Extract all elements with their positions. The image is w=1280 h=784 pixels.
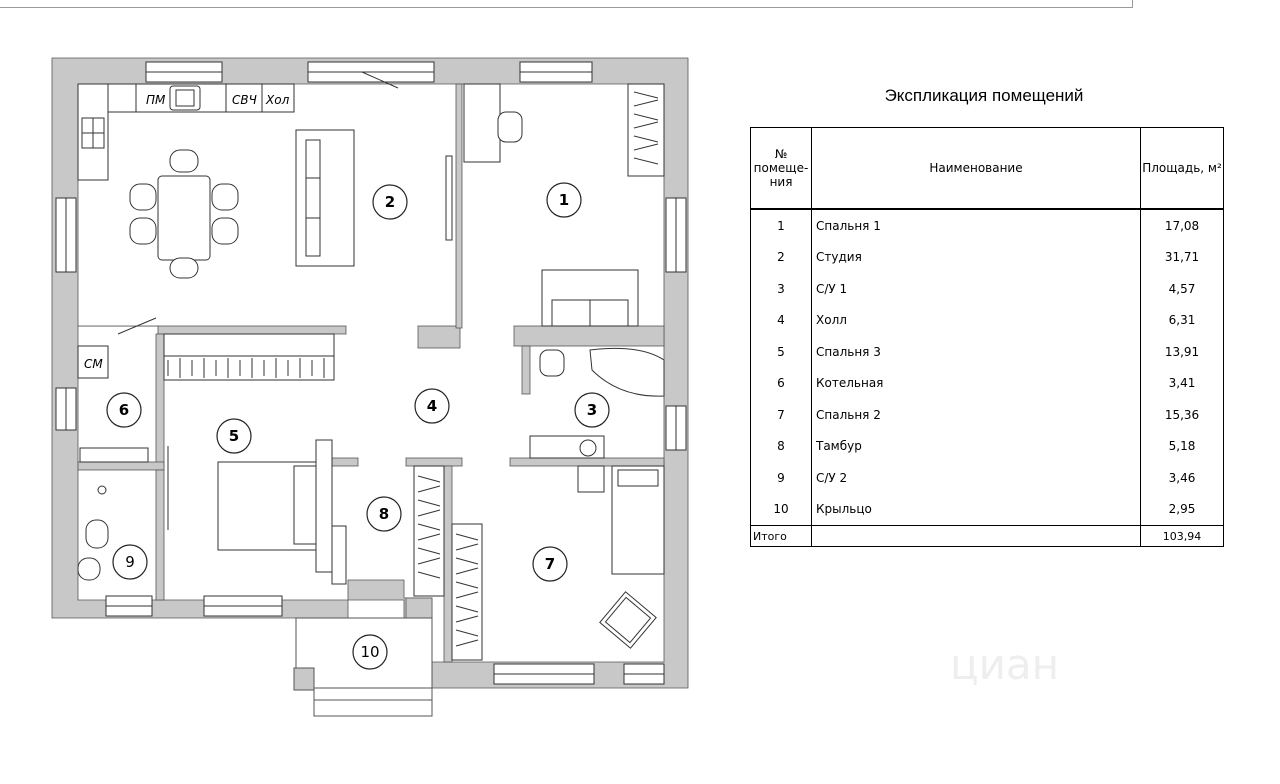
porch (293, 617, 433, 717)
room-numbers: 1 2 3 4 5 6 7 8 9 10 (119, 191, 597, 661)
row-number: 3 (750, 273, 812, 305)
tv-panel (445, 155, 453, 241)
row-number: 8 (750, 430, 812, 462)
row-area: 17,08 (1140, 208, 1224, 242)
row-name: Холл (811, 304, 1141, 336)
room-marker-5 (216, 418, 252, 454)
microwave-label: СВЧ (232, 93, 257, 107)
row-number: 7 (750, 399, 812, 431)
row-number: 2 (750, 241, 812, 273)
header-area: Площадь, м² (1140, 127, 1224, 210)
total-area: 103,94 (1140, 525, 1224, 547)
room-number-7: 7 (545, 555, 555, 573)
doors (117, 71, 399, 335)
row-number: 10 (750, 493, 812, 526)
windows (55, 61, 687, 685)
total-empty (811, 525, 1141, 547)
row-area: 31,71 (1140, 241, 1224, 273)
kitchen-counter (77, 83, 295, 181)
header-number-line-3: ния (769, 175, 793, 189)
row-area: 13,91 (1140, 336, 1224, 368)
wardrobe-hangers-7 (417, 475, 479, 647)
room-marker-4 (414, 388, 450, 424)
bedroom1-furniture (463, 83, 665, 327)
header-name: Наименование (811, 127, 1141, 210)
bedroom3-furniture (163, 333, 347, 585)
room-number-8: 8 (379, 505, 389, 523)
room-number-6: 6 (119, 401, 129, 419)
room-markers (106, 182, 610, 670)
row-number: 9 (750, 462, 812, 494)
room-number-1: 1 (559, 191, 569, 209)
row-number: 6 (750, 367, 812, 399)
row-number: 4 (750, 304, 812, 336)
dining-table (129, 149, 239, 279)
fridge-label: Хол (265, 93, 290, 107)
header-number-line-1: № (774, 147, 788, 161)
room-number-3: 3 (587, 401, 597, 419)
room-marker-10 (352, 634, 388, 670)
row-area: 15,36 (1140, 399, 1224, 431)
room-marker-7 (532, 546, 568, 582)
row-number: 5 (750, 336, 812, 368)
room-marker-8 (366, 496, 402, 532)
row-name: С/У 1 (811, 273, 1141, 305)
table-header-row: № помеще- ния Наименование Площадь, м² (750, 127, 1224, 210)
room-marker-3 (574, 392, 610, 428)
bathroom2-fixtures (77, 485, 109, 581)
row-area: 3,41 (1140, 367, 1224, 399)
row-name: Спальня 2 (811, 399, 1141, 431)
row-area: 2,95 (1140, 493, 1224, 526)
room-number-2: 2 (385, 193, 395, 211)
watermark-logo: циан (950, 640, 1060, 689)
row-name: С/У 2 (811, 462, 1141, 494)
table-title: Экспликация помещений (884, 86, 1084, 105)
row-name: Котельная (811, 367, 1141, 399)
row-name: Студия (811, 241, 1141, 273)
room-number-10: 10 (360, 643, 379, 661)
dishwasher-label: ПМ (146, 93, 166, 107)
wardrobe-hangers-1 (633, 91, 659, 165)
row-name: Спальня 3 (811, 336, 1141, 368)
room-marker-1 (546, 182, 582, 218)
row-area: 6,31 (1140, 304, 1224, 336)
bathroom1-fixtures (529, 347, 665, 459)
room-number-4: 4 (427, 397, 437, 415)
boiler-room-items (77, 345, 149, 463)
table-total-row: Итого 103,94 (750, 525, 1224, 547)
washer-label: СМ (84, 357, 103, 371)
bedroom2-furniture (413, 465, 665, 661)
header-number-line-2: помеще- (753, 161, 809, 175)
floor-plan: ПМ СВЧ Хол (51, 57, 689, 717)
total-label: Итого (750, 525, 812, 547)
studio-sofa (295, 129, 355, 267)
row-number: 1 (750, 208, 812, 242)
header-number: № помеще- ния (750, 127, 812, 210)
room-marker-2 (372, 184, 408, 220)
row-name: Спальня 1 (811, 208, 1141, 242)
row-name: Крыльцо (811, 493, 1141, 526)
room-marker-9 (112, 544, 148, 580)
row-area: 5,18 (1140, 430, 1224, 462)
row-area: 3,46 (1140, 462, 1224, 494)
room-number-9: 9 (125, 553, 135, 571)
row-area: 4,57 (1140, 273, 1224, 305)
top-border-line (0, 0, 1133, 8)
room-number-5: 5 (229, 427, 239, 445)
row-name: Тамбур (811, 430, 1141, 462)
rooms-table: № помеще- ния Наименование Площадь, м² 1… (750, 127, 1224, 547)
room-marker-6 (106, 392, 142, 428)
outer-walls (51, 57, 689, 689)
wardrobe-hangers-5 (167, 358, 325, 378)
